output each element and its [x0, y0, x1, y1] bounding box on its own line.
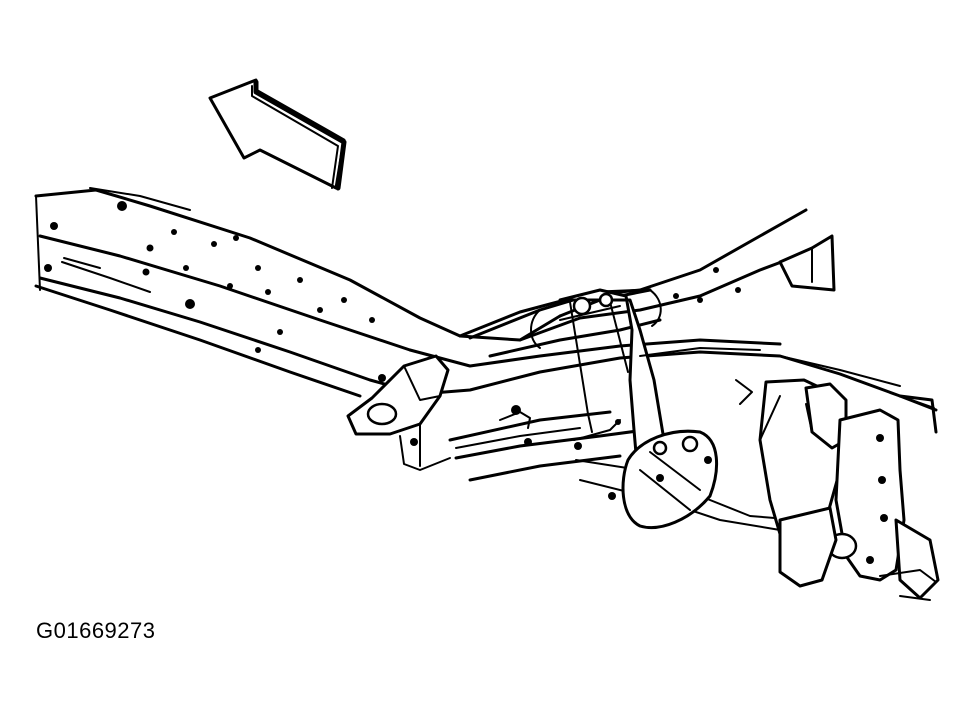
- shackle-center: [558, 288, 719, 529]
- rail-holes: [44, 201, 386, 382]
- spring-hanger-rear: [758, 378, 906, 588]
- fasteners: [410, 347, 761, 500]
- frame-rail-lower: [408, 338, 938, 482]
- direction-arrow-icon: [208, 78, 347, 191]
- frame-rail-left: [34, 187, 562, 398]
- spring-eye-right: [879, 394, 940, 601]
- spring-hanger-front: [346, 354, 451, 471]
- figure-id-label: G01669273: [36, 618, 156, 643]
- frame-rail-right: [458, 208, 836, 342]
